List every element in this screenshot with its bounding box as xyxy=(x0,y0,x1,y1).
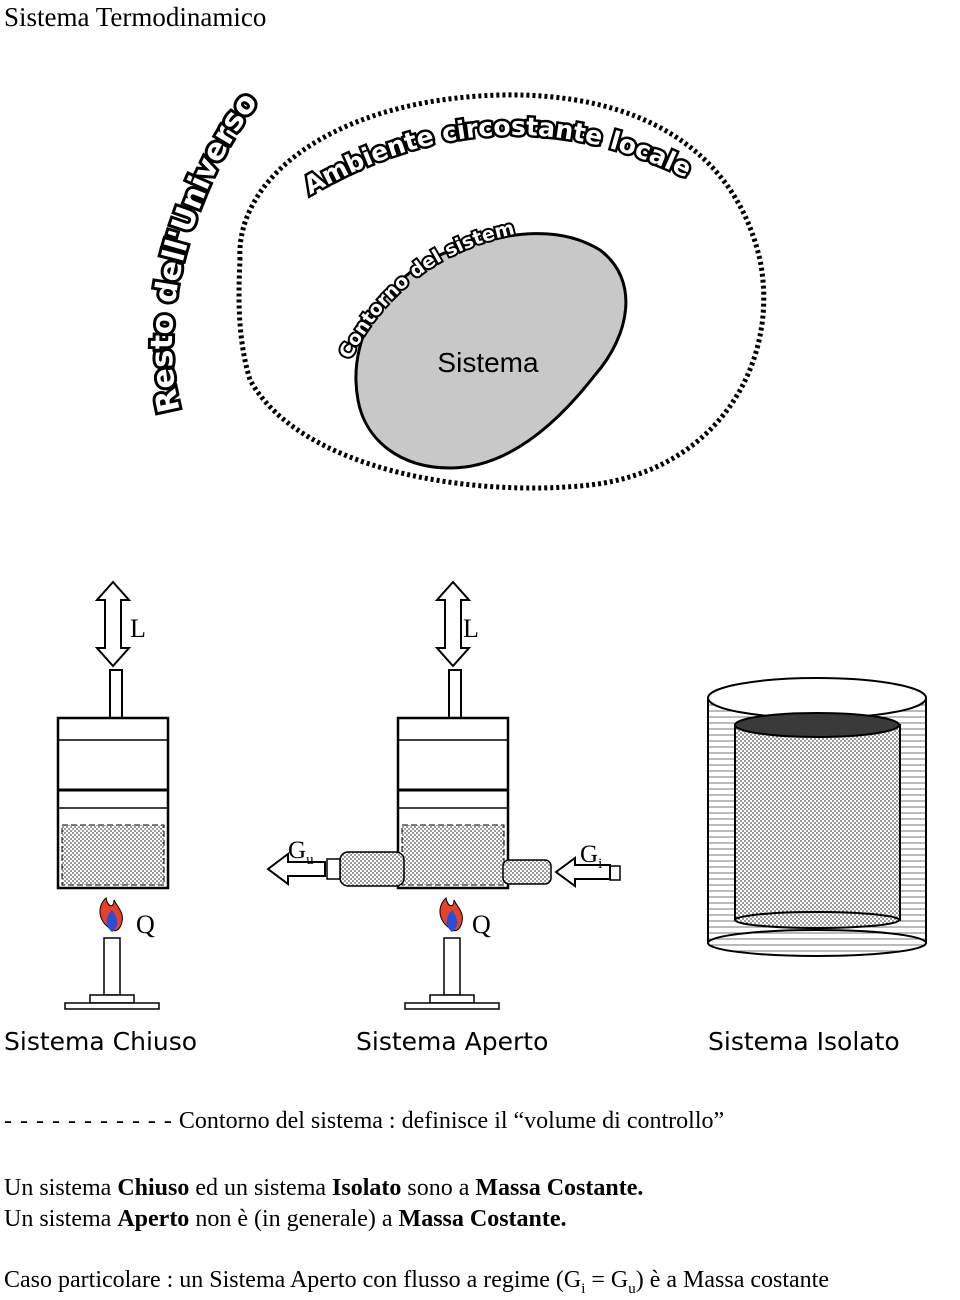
caption-isolated: Sistema Isolato xyxy=(708,1027,900,1056)
text-run: = G xyxy=(585,1267,629,1293)
flame-icon xyxy=(99,897,123,932)
caption-open: Sistema Aperto xyxy=(356,1027,549,1056)
text-run: Un sistema xyxy=(4,1175,118,1201)
page-title: Sistema Termodinamico xyxy=(4,2,267,32)
gas-closed xyxy=(61,824,165,886)
burner-stem-closed xyxy=(103,937,121,996)
legend-text: Contorno del sistema : definisce il “vol… xyxy=(178,1108,725,1134)
text-run: Caso particolare : un Sistema Aperto con… xyxy=(4,1267,582,1293)
note-line-2: Un sistema Aperto non è (in generale) a … xyxy=(4,1206,567,1233)
closed-system: L Q xyxy=(56,580,170,1010)
work-symbol-open: L xyxy=(463,614,479,643)
open-system: L Gu Gi Q xyxy=(266,580,621,1010)
environment-label: Ambiente circostante locale xyxy=(299,112,696,200)
heat-symbol-open: Q xyxy=(472,910,491,939)
text-run: ed un sistema xyxy=(189,1175,333,1201)
text-run: ) è a Massa costante xyxy=(635,1267,829,1293)
outflow-symbol: Gu xyxy=(288,837,314,868)
inlet-pipe xyxy=(502,859,552,885)
system-label: Sistema xyxy=(437,347,539,378)
caption-closed: Sistema Chiuso xyxy=(4,1027,198,1056)
subscript: u xyxy=(628,1280,636,1297)
text-run-bold: Massa Costante. xyxy=(398,1206,567,1232)
outflow-arrow xyxy=(266,852,326,886)
text-run-bold: Aperto xyxy=(117,1206,190,1232)
inner-lid xyxy=(734,712,900,738)
system-shape xyxy=(354,232,628,470)
burner-stem-open xyxy=(443,937,461,996)
work-arrow-open xyxy=(434,580,472,668)
environment-boundary xyxy=(236,92,767,491)
outlet-pipe xyxy=(339,851,405,887)
text-run-bold: Isolato xyxy=(332,1175,402,1201)
boundary-legend: - - - - - - - - - - - Contorno del siste… xyxy=(4,1108,724,1135)
work-symbol-closed: L xyxy=(130,614,146,643)
gas-open xyxy=(401,824,505,886)
burner-base-open xyxy=(429,994,475,1004)
heat-symbol-closed: Q xyxy=(136,910,155,939)
isolated-system xyxy=(707,677,927,957)
text-run: Un sistema xyxy=(4,1206,118,1232)
inflow-arrow xyxy=(554,856,611,888)
note-line-3: Caso particolare : un Sistema Aperto con… xyxy=(4,1267,829,1298)
inflow-symbol: Gi xyxy=(580,841,602,872)
subscript: i xyxy=(581,1280,586,1297)
note-line-1: Un sistema Chiuso ed un sistema Isolato … xyxy=(4,1175,643,1202)
legend-dashes: - - - - - - - - - - - xyxy=(4,1108,173,1134)
work-arrow-closed xyxy=(94,580,132,668)
inner-vessel xyxy=(734,724,901,921)
text-run-bold: Massa Costante. xyxy=(475,1175,644,1201)
text-run: sono a xyxy=(401,1175,476,1201)
thermo-diagram: Resto dell'Universo Ambiente circostante… xyxy=(0,0,927,1010)
text-run-bold: Chiuso xyxy=(117,1175,190,1201)
flame-icon xyxy=(439,897,463,932)
burner-base-closed xyxy=(89,994,135,1004)
text-run: non è (in generale) a xyxy=(189,1206,399,1232)
